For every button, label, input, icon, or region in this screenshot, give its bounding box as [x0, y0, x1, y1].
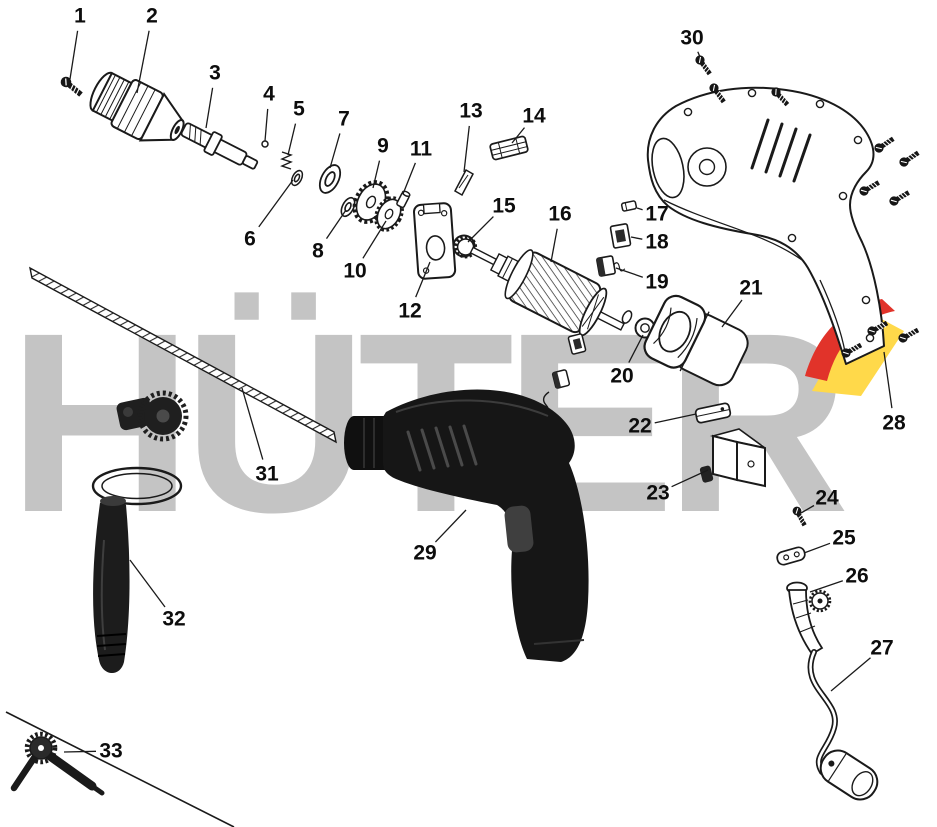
part-number-31: 31 — [255, 462, 279, 486]
part-number-12: 12 — [398, 299, 422, 323]
part-number-32: 32 — [162, 607, 186, 631]
leader-line-3 — [205, 87, 214, 129]
shaft-washer-part — [621, 310, 633, 324]
armature-part — [454, 235, 625, 337]
collar-washer-part — [290, 169, 304, 187]
part-number-6: 6 — [244, 227, 256, 251]
leader-line-19 — [615, 267, 644, 278]
leader-line-11 — [402, 162, 417, 195]
chuck-part — [89, 71, 185, 142]
part-number-28: 28 — [882, 411, 906, 435]
part-number-5: 5 — [293, 97, 305, 121]
leader-line-7 — [329, 133, 341, 169]
carbon-brush-2-part — [551, 369, 571, 389]
part-number-33: 33 — [99, 739, 123, 763]
leader-line-4 — [264, 108, 269, 142]
depth-rod-part — [29, 266, 337, 444]
leader-line-14 — [511, 127, 526, 144]
side-handle-part — [91, 390, 189, 674]
part-number-3: 3 — [209, 61, 221, 85]
leader-line-13 — [463, 125, 470, 173]
leader-line-22 — [654, 413, 697, 424]
carbon-brush-part — [596, 255, 626, 277]
leader-line-20 — [628, 334, 644, 363]
spring-part — [280, 151, 293, 170]
washer-large-part — [318, 164, 342, 194]
housing-half-part — [646, 86, 885, 365]
spindle-part — [180, 122, 259, 170]
drill-body-part — [344, 389, 589, 662]
flat-plate-part — [454, 168, 474, 197]
part-number-9: 9 — [377, 134, 389, 158]
leader-line-24 — [800, 504, 815, 514]
leader-line-8 — [325, 209, 347, 239]
leader-line-26 — [809, 580, 844, 593]
inset-divider — [5, 711, 235, 827]
sleeve-part — [396, 190, 411, 209]
part-number-26: 26 — [845, 564, 869, 588]
part-number-15: 15 — [492, 194, 516, 218]
leader-line-28 — [883, 351, 893, 409]
leader-line-15 — [467, 216, 494, 243]
terminal-clip-part — [620, 200, 638, 212]
leader-line-23 — [671, 469, 709, 488]
brush-cover-part — [694, 402, 732, 424]
ratchet-gear-part — [374, 196, 404, 232]
part-number-1: 1 — [74, 4, 86, 28]
leader-line-12 — [415, 261, 431, 298]
leader-line-27 — [830, 657, 871, 692]
cord-guard-part — [786, 581, 832, 656]
part-number-19: 19 — [645, 270, 669, 294]
leader-line-9 — [372, 160, 381, 189]
part-number-4: 4 — [263, 82, 275, 106]
gear-part — [352, 180, 390, 224]
part-number-10: 10 — [343, 259, 367, 283]
brush-holder-part — [609, 223, 632, 249]
part-number-20: 20 — [610, 364, 634, 388]
leader-line-33 — [63, 750, 97, 753]
leader-line-17 — [636, 207, 643, 211]
part-number-18: 18 — [645, 230, 669, 254]
switch-part — [699, 428, 766, 488]
slide-cover-part — [489, 135, 529, 161]
leader-line-2 — [136, 30, 150, 94]
leader-line-25 — [803, 542, 831, 554]
leader-line-18 — [630, 236, 643, 240]
part-number-21: 21 — [739, 276, 763, 300]
leader-line-30 — [697, 51, 701, 58]
leader-line-10 — [362, 220, 387, 259]
part-number-27: 27 — [870, 636, 894, 660]
part-number-14: 14 — [522, 104, 546, 128]
part-number-17: 17 — [645, 202, 669, 226]
bearing-bracket-part — [413, 202, 457, 280]
stator-part — [643, 294, 749, 387]
leader-line-29 — [434, 509, 467, 543]
part-number-24: 24 — [815, 486, 839, 510]
brush-holder-2-part — [567, 333, 587, 355]
part-number-11: 11 — [409, 137, 433, 161]
part-number-29: 29 — [413, 541, 437, 565]
leader-line-16 — [550, 228, 558, 263]
leader-line-1 — [69, 30, 79, 80]
part-number-16: 16 — [548, 202, 572, 226]
part-number-7: 7 — [338, 107, 350, 131]
part-number-30: 30 — [680, 26, 704, 50]
part-number-8: 8 — [312, 239, 324, 263]
leader-line-6 — [258, 179, 294, 228]
part-number-13: 13 — [459, 99, 483, 123]
leader-line-31 — [241, 387, 264, 460]
part-number-23: 23 — [646, 481, 670, 505]
part-number-25: 25 — [832, 526, 856, 550]
leader-line-21 — [721, 299, 743, 328]
chuck-key-part — [10, 731, 105, 796]
power-cord-part — [807, 649, 879, 801]
part-number-2: 2 — [146, 4, 158, 28]
part-number-22: 22 — [628, 414, 652, 438]
leader-line-5 — [287, 123, 297, 156]
leader-line-32 — [129, 559, 166, 608]
